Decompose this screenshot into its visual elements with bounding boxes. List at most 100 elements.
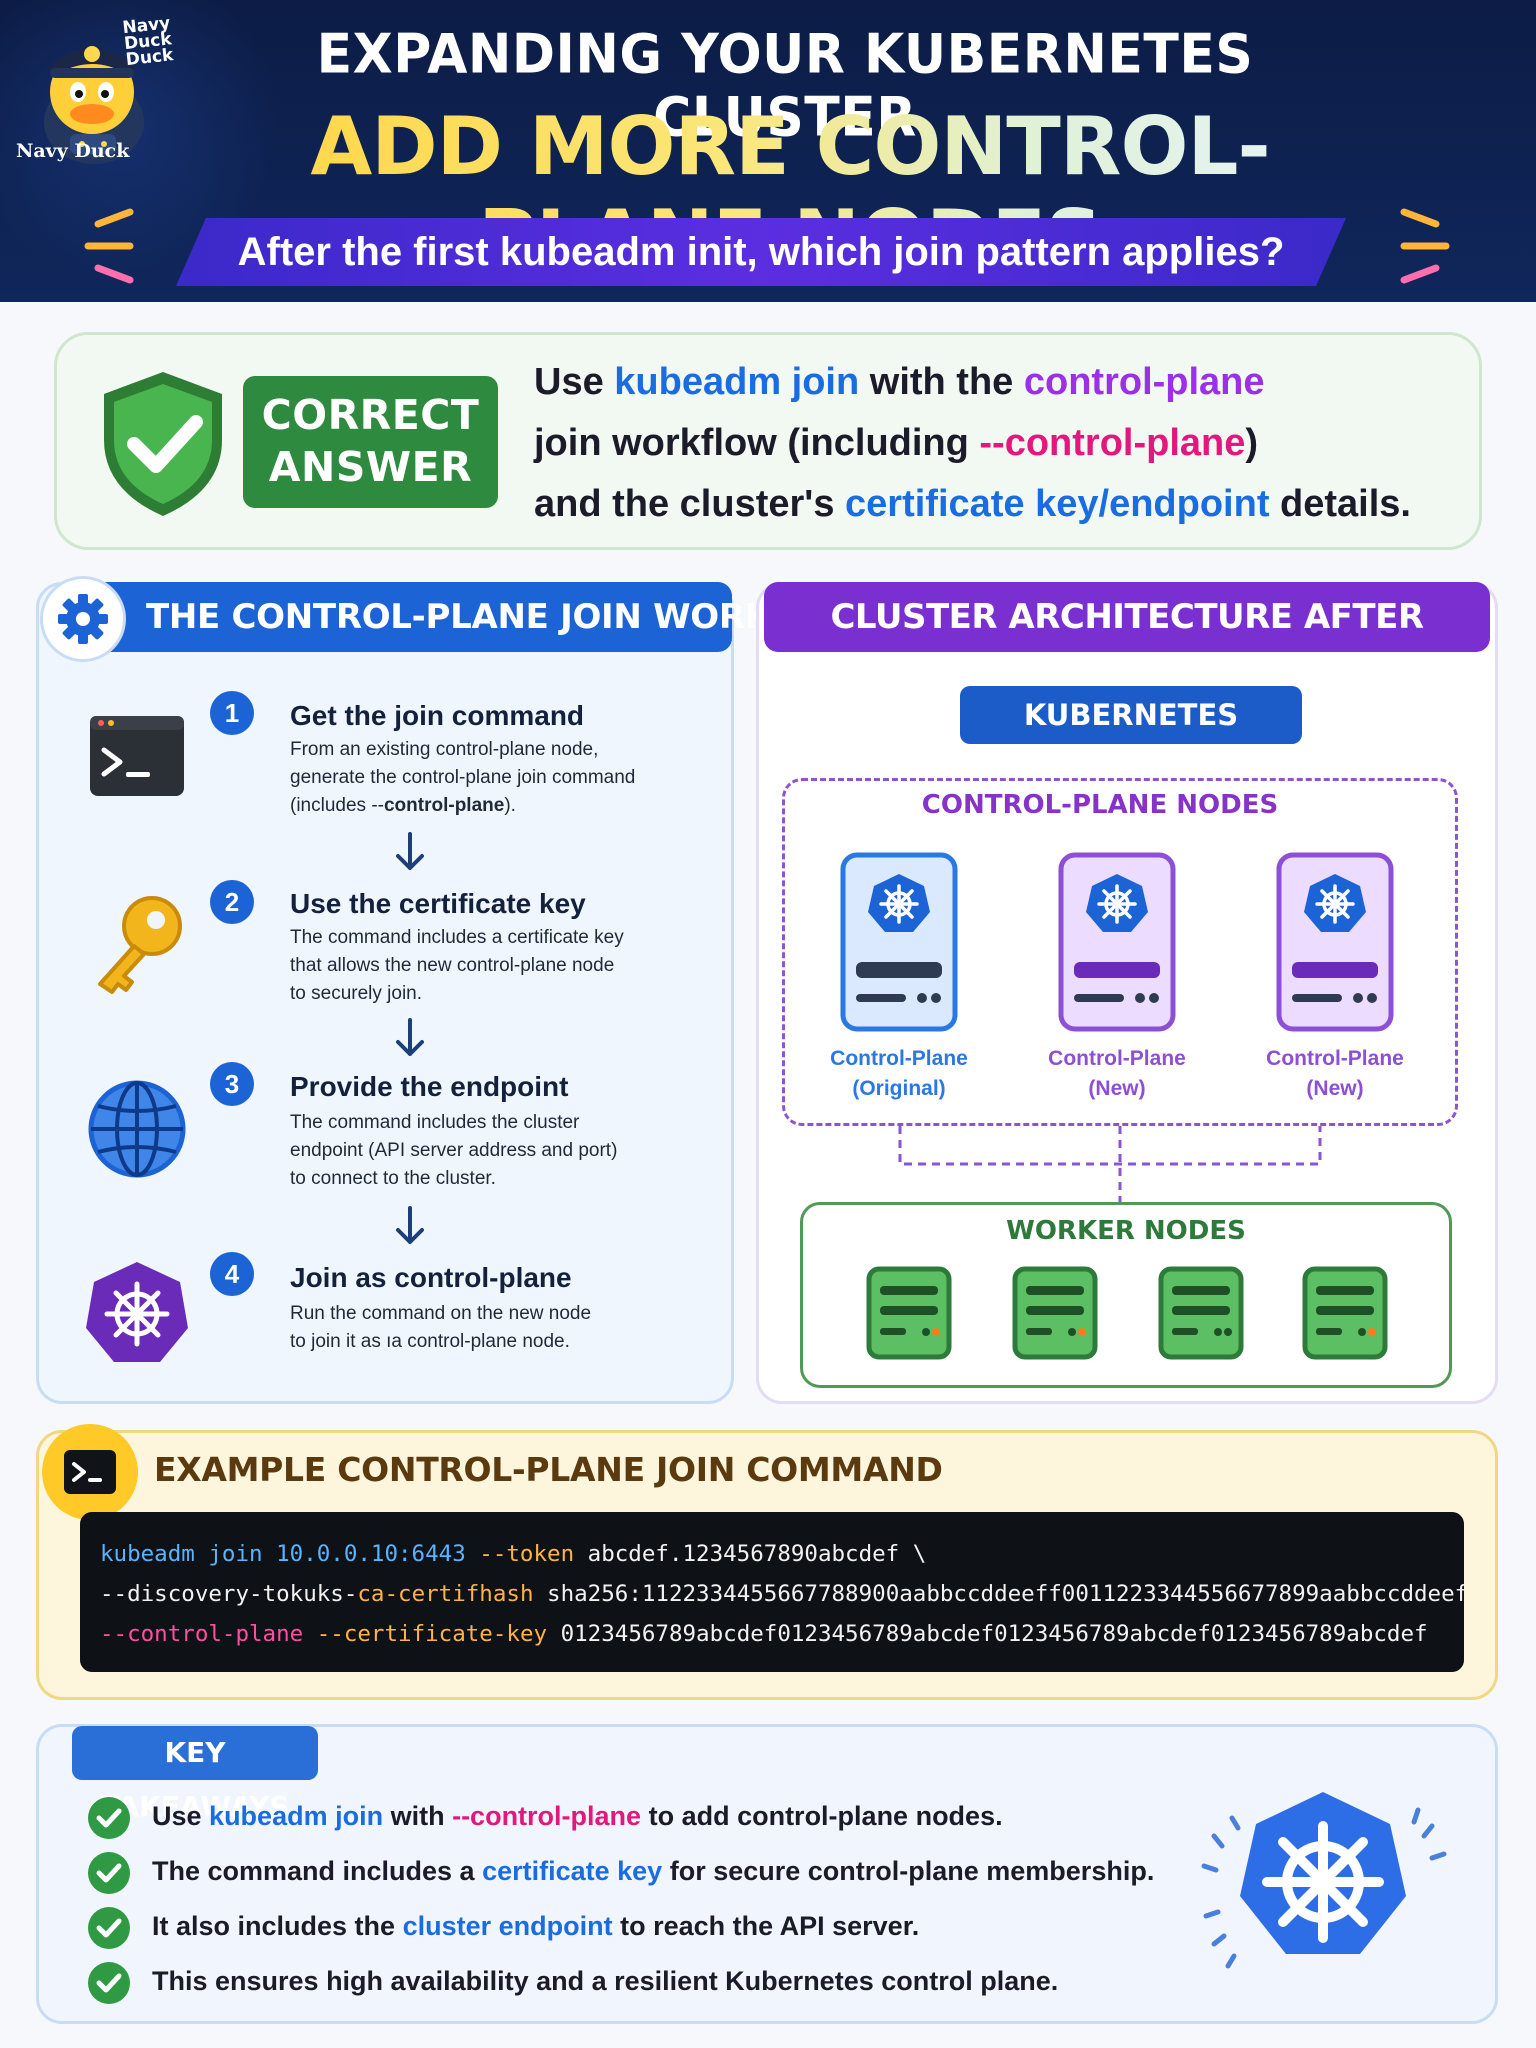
control-plane-new-label: Control-Plane (New) bbox=[1235, 1044, 1435, 1104]
step-1-desc-bold: control-plane bbox=[383, 795, 505, 816]
takeaway-part: It also includes the bbox=[152, 1911, 403, 1941]
answer-certificate-key: certificate key/endpoint bbox=[845, 483, 1270, 525]
node-label-line: (Original) bbox=[852, 1077, 946, 1100]
step-4-number: 4 bbox=[210, 1252, 254, 1296]
step-3-desc-line: endpoint (API server address and port) bbox=[290, 1140, 618, 1161]
cmd-segment: --discovery-tokuks- bbox=[100, 1581, 358, 1607]
answer-part: Use bbox=[534, 361, 615, 403]
step-3-number: 3 bbox=[210, 1062, 254, 1106]
answer-part: ) bbox=[1245, 422, 1259, 464]
step-3-desc-line: to connect to the cluster. bbox=[290, 1168, 496, 1189]
control-plane-node-original-icon bbox=[840, 852, 958, 1032]
check-icon bbox=[88, 1907, 130, 1949]
answer-text: Use kubeadm join with the control-plane … bbox=[534, 352, 1474, 535]
check-icon bbox=[88, 1962, 130, 2004]
arrow-down-icon bbox=[396, 832, 424, 870]
title-line-1: EXPANDING YOUR KUBERNETES CLUSTER bbox=[316, 23, 1254, 149]
step-2-number: 2 bbox=[210, 880, 254, 924]
step-1-desc-part: ). bbox=[504, 795, 516, 816]
answer-part: details. bbox=[1269, 483, 1411, 525]
command-line-2: --discovery-tokuks-ca-certifhash sha256:… bbox=[100, 1574, 1464, 1614]
check-icon bbox=[88, 1797, 130, 1839]
command-code-block[interactable]: kubeadm join 10.0.0.10:6443 --token abcd… bbox=[80, 1512, 1464, 1672]
architecture-header bbox=[764, 582, 1490, 652]
globe-icon bbox=[88, 1080, 186, 1178]
step-1-desc-line: From an existing control-plane node, bbox=[290, 739, 599, 760]
answer-part: with the bbox=[859, 361, 1024, 403]
duck-captain-logo-icon bbox=[44, 46, 144, 164]
takeaway-highlight: kubeadm join bbox=[209, 1801, 384, 1831]
arrow-down-icon bbox=[396, 1206, 424, 1244]
control-plane-node-new-icon bbox=[1058, 852, 1176, 1032]
workflow-header bbox=[80, 582, 732, 652]
subtitle-text: After the first kubeadm init, which join… bbox=[237, 230, 1285, 274]
cmd-flag: --certificate-key bbox=[303, 1621, 548, 1647]
check-icon bbox=[88, 1852, 130, 1894]
cmd-segment: kubeadm join 10.0.0.10:6443 bbox=[100, 1541, 480, 1567]
example-command-title: EXAMPLE CONTROL-PLANE JOIN COMMAND bbox=[154, 1450, 943, 1489]
answer-control-plane: control-plane bbox=[1023, 361, 1265, 403]
worker-node-icon bbox=[1302, 1266, 1388, 1360]
takeaway-4: This ensures high availability and a res… bbox=[152, 1966, 1059, 1996]
takeaway-part: to reach the API server. bbox=[612, 1911, 920, 1941]
node-label-line: Control-Plane bbox=[1048, 1047, 1186, 1070]
architecture-title: CLUSTER ARCHITECTURE AFTER EXPANSION bbox=[830, 597, 1424, 707]
worker-node-icon bbox=[1158, 1266, 1244, 1360]
step-2-desc-line: The command includes a certificate key bbox=[290, 927, 624, 948]
takeaway-highlight: --control-plane bbox=[452, 1801, 642, 1831]
cmd-segment: sha256:1122334455667788900aabbccddeeff00… bbox=[533, 1581, 1464, 1607]
takeaway-part: with bbox=[383, 1801, 453, 1831]
worker-node-icon bbox=[1012, 1266, 1098, 1360]
control-plane-new-label: Control-Plane (New) bbox=[1017, 1044, 1217, 1104]
brand-top-text: Navy Duck Duck bbox=[121, 13, 175, 71]
takeaway-highlight: cluster endpoint bbox=[402, 1911, 613, 1941]
step-3-description: The command includes the cluster endpoin… bbox=[290, 1109, 710, 1193]
arrow-down-icon bbox=[396, 1018, 424, 1056]
kubernetes-cluster-label: KUBERNETES CLUSTER bbox=[960, 686, 1302, 790]
worker-node-icon bbox=[866, 1266, 952, 1360]
step-2-desc-line: to securely join. bbox=[290, 983, 423, 1004]
burst-left-icon bbox=[84, 208, 134, 284]
takeaway-part: The command includes a bbox=[152, 1856, 483, 1886]
subtitle-bar bbox=[176, 218, 1346, 286]
command-icon-badge bbox=[42, 1424, 138, 1520]
header-banner: Navy Duck Duck Navy Duck EXPANDING YOUR … bbox=[0, 0, 1536, 302]
burst-right-icon bbox=[1400, 208, 1450, 284]
cmd-flag: --token bbox=[479, 1541, 575, 1567]
control-plane-frame bbox=[782, 778, 1458, 1126]
cmd-segment: abcdef.1234567890abcdef \ bbox=[574, 1541, 927, 1567]
takeaway-part: Use bbox=[152, 1801, 210, 1831]
takeaway-1: Use kubeadm join with --control-plane to… bbox=[152, 1801, 1003, 1832]
kubernetes-logo-icon bbox=[1201, 1792, 1447, 1969]
step-2-title: Use the certificate key bbox=[290, 888, 586, 919]
takeaway-part: for secure control-plane membership. bbox=[662, 1856, 1155, 1886]
cmd-segment: 0123456789abcdef0123456789abcdef01234567… bbox=[547, 1621, 1428, 1647]
worker-nodes-label: WORKER NODES bbox=[1006, 1216, 1246, 1246]
answer-control-plane-flag: --control-plane bbox=[979, 422, 1246, 464]
answer-kubeadm-join: kubeadm join bbox=[614, 361, 860, 403]
step-4-description: Run the command on the new node to join … bbox=[290, 1300, 710, 1356]
shield-check-icon bbox=[104, 372, 222, 516]
terminal-icon bbox=[64, 1450, 116, 1494]
badge-line-2: ANSWER bbox=[268, 443, 473, 491]
step-3-title: Provide the endpoint bbox=[290, 1071, 569, 1102]
step-2-description: The command includes a certificate key t… bbox=[290, 924, 710, 1008]
step-1-number: 1 bbox=[210, 691, 254, 735]
node-label-line: (New) bbox=[1306, 1077, 1364, 1100]
step-1-desc-line: generate the control-plane join command bbox=[290, 767, 636, 788]
step-1-title: Get the join command bbox=[290, 700, 585, 731]
command-line-3: --control-plane --certificate-key 012345… bbox=[100, 1614, 1444, 1654]
control-plane-nodes-label: CONTROL-PLANE NODES bbox=[921, 790, 1279, 820]
step-1-desc-part: (includes -- bbox=[290, 795, 384, 816]
control-plane-original-label: Control-Plane (Original) bbox=[799, 1044, 999, 1104]
cmd-flag: --control-plane bbox=[100, 1621, 304, 1647]
badge-line-1: CORRECT bbox=[261, 391, 480, 439]
command-line-1: kubeadm join 10.0.0.10:6443 --token abcd… bbox=[100, 1534, 1444, 1574]
kubernetes-helm-icon bbox=[86, 1262, 188, 1362]
step-4-title: Join as control-plane bbox=[290, 1262, 572, 1293]
control-plane-node-new-icon bbox=[1276, 852, 1394, 1032]
key-icon bbox=[98, 896, 182, 994]
takeaway-2: The command includes a certificate key f… bbox=[152, 1856, 1154, 1887]
step-4-desc-line: to join it as ıa control-plane node. bbox=[290, 1331, 570, 1352]
takeaway-3: It also includes the cluster endpoint to… bbox=[152, 1911, 919, 1942]
